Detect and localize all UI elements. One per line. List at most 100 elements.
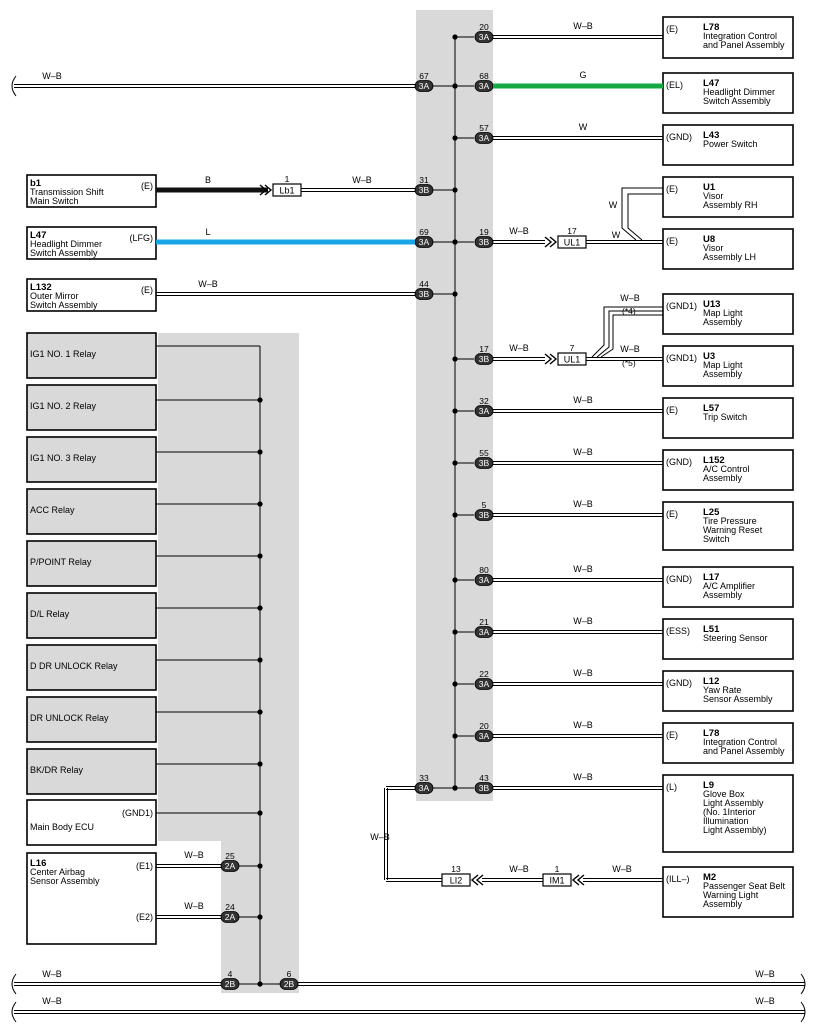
component-name: Assembly <box>703 369 743 379</box>
wire-color-label: W–B <box>509 343 529 353</box>
double-wire <box>493 409 663 413</box>
connector-pill <box>474 782 494 794</box>
top-double-wire <box>14 84 415 88</box>
relay-label: DR UNLOCK Relay <box>30 713 109 723</box>
component-pin: (E2) <box>136 912 153 922</box>
component-name: Switch Assembly <box>30 248 98 258</box>
double-wire <box>493 734 663 738</box>
inline-connector-box <box>272 183 302 197</box>
relay-box: DR UNLOCK Relay <box>26 696 157 743</box>
wire <box>156 864 221 868</box>
ecu-label: Main Body ECU <box>30 822 94 832</box>
inline-connector-number: 13 <box>451 864 461 874</box>
connector-id: 2B <box>284 979 295 989</box>
component-outline <box>26 226 157 260</box>
connector-pin-number: 80 <box>479 565 489 575</box>
relay-outline <box>26 384 157 431</box>
connector-id: 3A <box>479 627 490 637</box>
component-pin: (GND) <box>666 574 692 584</box>
component-name: A/C Control <box>703 464 750 474</box>
wire <box>384 788 388 880</box>
relay-box: D DR UNLOCK Relay <box>26 644 157 691</box>
component-name: Assembly <box>703 473 743 483</box>
inline-connector-number: 1 <box>555 864 560 874</box>
splice-dot <box>452 785 458 791</box>
connector-id: 2A <box>225 912 236 922</box>
main-body-ecu: Main Body ECU(GND1) <box>26 799 157 846</box>
relay-label: D/L Relay <box>30 609 70 619</box>
component-name: Headlight Dimmer <box>703 87 775 97</box>
connector-pill <box>474 626 494 638</box>
arrow-chevron <box>259 184 268 196</box>
component-outline <box>662 293 794 335</box>
component-id: L25 <box>703 507 720 518</box>
component-name: Illumination <box>703 816 749 826</box>
relay-box: IG1 NO. 1 Relay <box>26 332 157 379</box>
component-pin: (ILL–) <box>666 874 690 884</box>
junction-connector: 53B <box>474 500 494 521</box>
relay-outline <box>26 696 157 743</box>
component-name: Switch Assembly <box>703 96 771 106</box>
double-wire <box>493 786 663 790</box>
component-outline <box>662 345 794 387</box>
component-outline <box>662 566 794 608</box>
component-id: L16 <box>30 858 46 869</box>
connector-pill <box>474 405 494 417</box>
wire <box>301 188 415 192</box>
wire-color-label: W–B <box>370 832 390 842</box>
component-outline <box>662 501 794 551</box>
arrow-chevron <box>475 874 484 886</box>
ecu-outline <box>26 799 157 846</box>
component-name: Steering Sensor <box>703 633 768 643</box>
component-name: Switch <box>703 534 730 544</box>
component-id: L47 <box>703 78 719 89</box>
component-outline <box>662 228 794 270</box>
inline-connector-id: Lb1 <box>279 186 294 196</box>
component-name: Main Switch <box>30 196 79 206</box>
wire-color-label: W–B <box>573 21 593 31</box>
connector-pin-number: 24 <box>225 902 235 912</box>
component-outline <box>26 174 157 208</box>
relay-outline <box>26 592 157 639</box>
connector-id: 3A <box>479 406 490 416</box>
component-pin: (EL) <box>666 80 683 90</box>
component-name: Outer Mirror <box>30 291 79 301</box>
splice-dot <box>257 863 263 869</box>
component-pin: (GND) <box>666 457 692 467</box>
component-name: Passenger Seat Belt <box>703 881 786 891</box>
component-id: L57 <box>703 403 719 414</box>
wire-color-label: W–B <box>755 996 775 1006</box>
connector-pin-number: 25 <box>225 851 235 861</box>
wire-color-label: W–B <box>352 175 372 185</box>
component-id: L51 <box>703 624 720 635</box>
wire-color-label: W–B <box>509 226 529 236</box>
component-name: Transmission Shift <box>30 187 104 197</box>
wire-color-label: W–B <box>184 901 204 911</box>
inline-connector-id: UL1 <box>564 238 581 248</box>
component-id: L152 <box>703 455 725 466</box>
wire <box>298 982 805 986</box>
connector-id: 3A <box>479 679 490 689</box>
branch-to-u13 <box>596 310 663 358</box>
component-pin: (E) <box>141 181 153 191</box>
arrow-chevron <box>549 353 558 365</box>
relay-box: IG1 NO. 3 Relay <box>26 436 157 483</box>
connector-pill <box>474 353 494 365</box>
